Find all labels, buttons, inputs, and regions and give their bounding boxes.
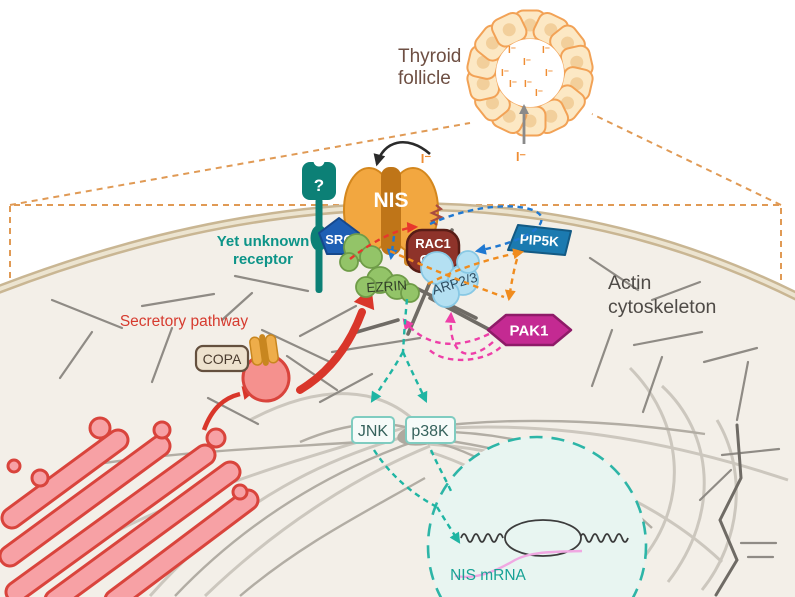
receptor-question-mark: ?: [314, 176, 324, 195]
dna: [460, 519, 629, 557]
dashed-teal-to-p38k: [401, 351, 428, 403]
kinase-boxes: JNK p38K: [351, 416, 456, 444]
dashed-teal-main: [401, 298, 409, 353]
receptor-label-line2: receptor: [233, 251, 293, 268]
dashed-red-src-to-rac1: [349, 222, 419, 260]
lumen-iodide-group: I⁻ I⁻ I⁻ I⁻ I⁻ I⁻ I⁻ I⁻: [501, 45, 553, 99]
rac1-label-line1: RAC1: [415, 236, 450, 251]
iodide-symbol: I⁻: [542, 45, 550, 56]
secretory-pathway: COPA Secretory pathway: [120, 287, 375, 431]
golgi-apparatus: [0, 416, 260, 597]
dashed-pink-pak1-to-ezrin: [402, 318, 490, 346]
zoom-diagonal-right: [591, 113, 782, 206]
dashed-teal-to-nucleus: [435, 506, 461, 544]
signaling-arrows: [349, 205, 543, 544]
dashed-orange-to-pak1: [504, 258, 519, 302]
golgi-vesicles: [6, 416, 249, 501]
dashed-pink-pak1-to-arp23: [444, 311, 494, 355]
secretory-pathway-label: Secretory pathway: [120, 313, 249, 330]
iodide-symbol: I⁻: [516, 150, 526, 164]
src-protein: SRC: [318, 217, 360, 255]
iodide-symbol: I⁻: [545, 68, 553, 79]
nis-label: NIS: [373, 189, 408, 212]
arrow-red-big: [296, 308, 366, 394]
ezrin-protein: EZRIN: [339, 233, 420, 303]
jnk-label: JNK: [358, 423, 389, 440]
arrow-red-small: [201, 391, 241, 431]
nis-mrna-label: NIS mRNA: [450, 567, 526, 584]
iodide-symbol: I⁻: [509, 79, 517, 90]
receptor-label-line1: Yet unknown: [217, 233, 310, 250]
iodide-symbol: I⁻: [535, 88, 543, 99]
receptor-notch: [313, 155, 325, 167]
iodide-symbol: I⁻: [508, 45, 516, 56]
transcription-bubble: [504, 519, 582, 557]
unknown-receptor: ?: [302, 155, 336, 293]
pak1-label: PAK1: [510, 323, 549, 340]
thyroid-follicle-label-line2: follicle: [398, 68, 451, 89]
dashed-blue-nis-to-arp23: [429, 205, 543, 255]
iodide-symbol: I⁻: [421, 151, 432, 166]
arrow-iodide-into-nis: [373, 141, 431, 167]
iodide-symbol: I⁻: [524, 79, 532, 90]
dashed-orange-crossing: [389, 249, 505, 299]
pip5k-protein: PIP5K: [507, 224, 572, 256]
jnk-box: [351, 416, 395, 444]
copa-label: COPA: [203, 351, 242, 367]
actin-label-line2: cytoskeleton: [608, 296, 716, 318]
follicle-lumen: [496, 39, 564, 107]
dashed-teal-p38k-down: [429, 449, 453, 492]
nucleus: [426, 435, 648, 597]
pak1-protein: PAK1: [486, 313, 573, 347]
p38k-box: [405, 416, 456, 444]
actin-filaments: [50, 256, 781, 559]
dashed-orange-to-pip5k: [427, 248, 525, 286]
actin-label-line1: Actin: [608, 272, 651, 294]
ezrin-label: EZRIN: [366, 278, 407, 296]
mrna-strand: [454, 549, 583, 579]
copa-tag: [194, 344, 250, 373]
iodide-symbol: I⁻: [523, 57, 531, 68]
thyroid-follicle: I⁻ I⁻ I⁻ I⁻ I⁻ I⁻ I⁻ I⁻ I⁻: [464, 8, 596, 164]
dashed-blue-nis-to-ezrin: [386, 235, 398, 261]
arp23-complex: ARP2/3: [420, 250, 480, 308]
pip5k-label: PIP5K: [519, 232, 559, 250]
p38k-label: p38K: [411, 423, 449, 440]
dashed-pink-loop: [426, 338, 508, 362]
nis-cargo: [249, 334, 279, 366]
dashed-teal-to-jnk: [370, 351, 405, 403]
zoom-diagonal-left: [9, 122, 471, 206]
thyroid-follicle-label-line1: Thyroid: [398, 46, 461, 67]
iodide-symbol: I⁻: [501, 68, 509, 79]
